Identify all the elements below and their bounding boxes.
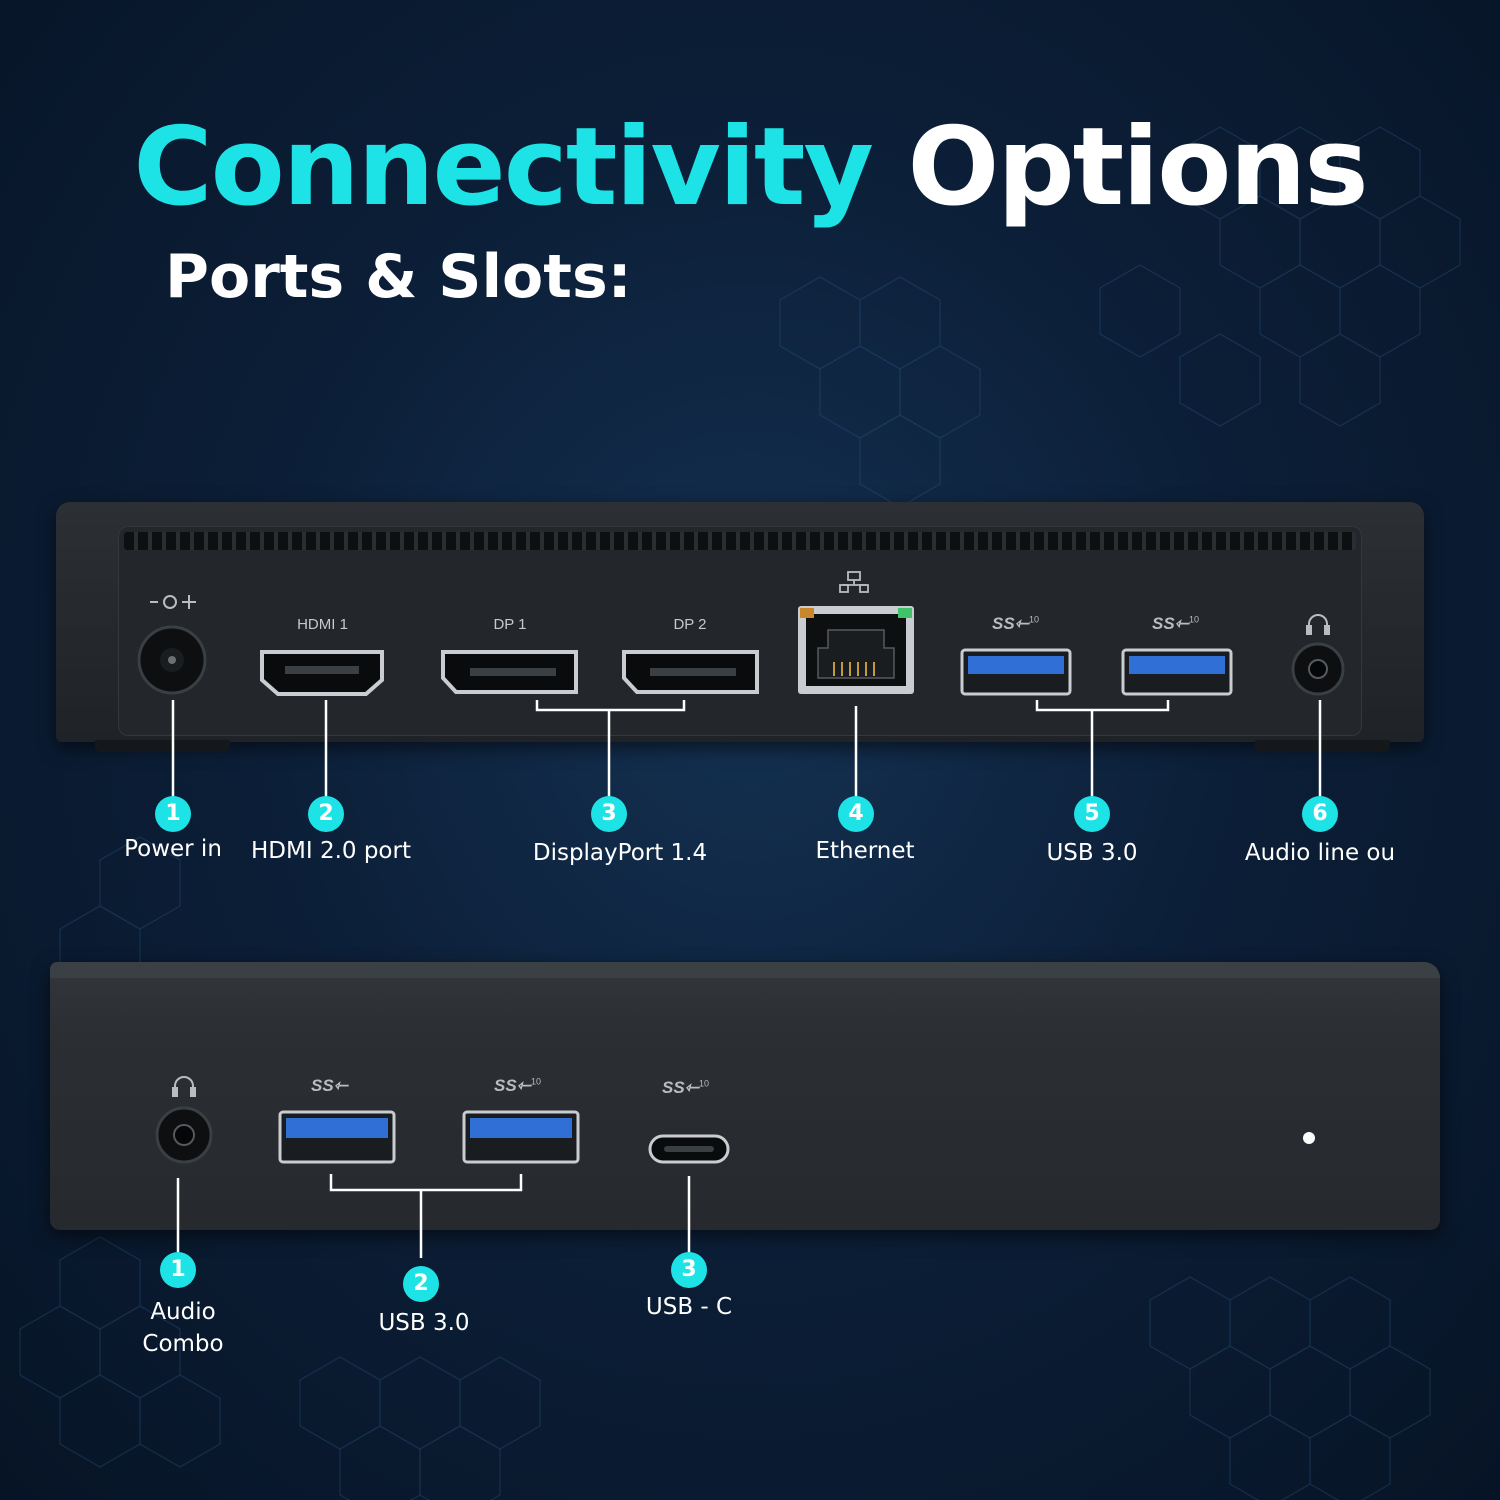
audio-jack-icon [1291,642,1345,696]
callout-label-usb-c: USB - C [645,1294,733,1320]
callout-label-hdmi: HDMI 2.0 port [251,838,411,864]
usb-a-port-icon [960,648,1072,696]
superspeed-logo: SS⇽ [311,1076,348,1095]
front-callout-lines [176,1174,691,1258]
callout-label-ethernet: Ethernet [815,838,915,864]
callout-label-usb: USB 3.0 [378,1310,470,1336]
callout-number: 3 [671,1252,707,1288]
title-rest: Options [907,105,1369,230]
device-lid-edge [50,962,1440,978]
usb-a-port-icon [278,1110,396,1164]
callout-number: 6 [1302,796,1338,832]
callout-label-audio-out: Audio line ou [1244,840,1396,866]
rubber-foot [95,740,230,752]
callout-number: 3 [591,796,627,832]
callout-label-line: Audio [150,1299,216,1325]
superspeed-logo: SS⇽10 [494,1076,541,1095]
usb-c-port-icon [648,1134,730,1164]
dock-rear-panel [56,502,1424,742]
callout-number: 4 [838,796,874,832]
callout-label-line: Combo [142,1331,224,1357]
superspeed-logo: SS⇽10 [662,1078,709,1097]
callout-number: 1 [160,1252,196,1288]
dock-front-panel [50,962,1440,1230]
superspeed-logo: SS⇽10 [992,614,1039,633]
callout-label-audio-combo: Audio Combo [110,1296,256,1360]
vent-grille [124,532,1356,550]
page-title: Connectivity Options [0,105,1500,230]
dp2-port-label: DP 2 [673,616,707,633]
callout-label-usb: USB 3.0 [1046,840,1138,866]
displayport-1-icon [441,650,578,694]
displayport-2-icon [622,650,759,694]
power-led-icon [1303,1132,1315,1144]
callout-number: 5 [1074,796,1110,832]
headphone-symbol-icon [1306,614,1330,635]
callout-label-displayport: DisplayPort 1.4 [532,840,708,866]
callout-number: 2 [308,796,344,832]
rubber-foot [1255,740,1390,752]
audio-combo-jack-icon [155,1106,213,1164]
callout-label-power-in: Power in [124,836,222,862]
ethernet-port-icon [798,606,914,694]
callout-number: 2 [403,1266,439,1302]
power-jack-icon [137,625,207,695]
network-symbol-icon [839,571,869,593]
hdmi-port-label: HDMI 1 [297,616,348,633]
superspeed-logo: SS⇽10 [1152,614,1199,633]
dp1-port-label: DP 1 [493,616,527,633]
usb-a-port-icon [462,1110,580,1164]
rear-callout-lines [171,700,1322,800]
callout-number: 1 [155,796,191,832]
usb-a-port-icon [1121,648,1233,696]
headphone-symbol-icon [172,1076,196,1097]
hdmi-port-icon [260,650,384,696]
dc-power-symbol-icon [150,595,196,609]
page-subtitle: Ports & Slots: [165,242,632,312]
title-accent: Connectivity [133,105,874,230]
